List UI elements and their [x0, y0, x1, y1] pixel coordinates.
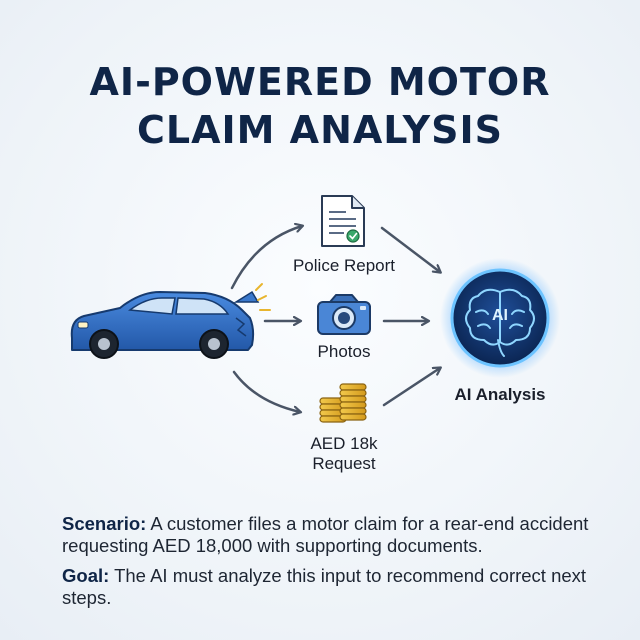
- goal-label: Goal:: [62, 565, 110, 586]
- request-label-line-1: AED 18k: [310, 434, 378, 453]
- car-icon: [70, 283, 271, 359]
- brain-icon: [465, 288, 535, 357]
- request-label-line-2: Request: [312, 454, 376, 473]
- photos-label: Photos: [317, 342, 371, 361]
- goal-body: The AI must analyze this input to recomm…: [62, 565, 587, 608]
- scenario-body: A customer files a motor claim for a rea…: [62, 513, 589, 556]
- arrow-request-to-ai: [382, 368, 440, 407]
- ai-badge: AI: [492, 307, 508, 324]
- ai-analysis-node: [440, 258, 560, 378]
- document-icon: [321, 195, 365, 247]
- request-label: AED 18k Request: [284, 434, 404, 474]
- scenario-text: Scenario: A customer files a motor claim…: [62, 513, 602, 557]
- page-title: AI-POWERED MOTOR CLAIM ANALYSIS: [0, 58, 640, 154]
- arrow-to-request: [232, 370, 300, 412]
- arrow-to-police-report: [230, 226, 302, 290]
- camera-icon: [317, 294, 371, 335]
- scenario-label: Scenario:: [62, 513, 147, 534]
- title-line-2: CLAIM ANALYSIS: [136, 108, 503, 152]
- police-report-label: Police Report: [292, 256, 396, 275]
- title-line-1: AI-POWERED MOTOR: [89, 60, 551, 104]
- goal-text: Goal: The AI must analyze this input to …: [62, 565, 602, 609]
- arrow-police-to-ai: [380, 226, 440, 272]
- ai-analysis-label: AI Analysis: [454, 385, 546, 404]
- coins-icon: [319, 383, 367, 423]
